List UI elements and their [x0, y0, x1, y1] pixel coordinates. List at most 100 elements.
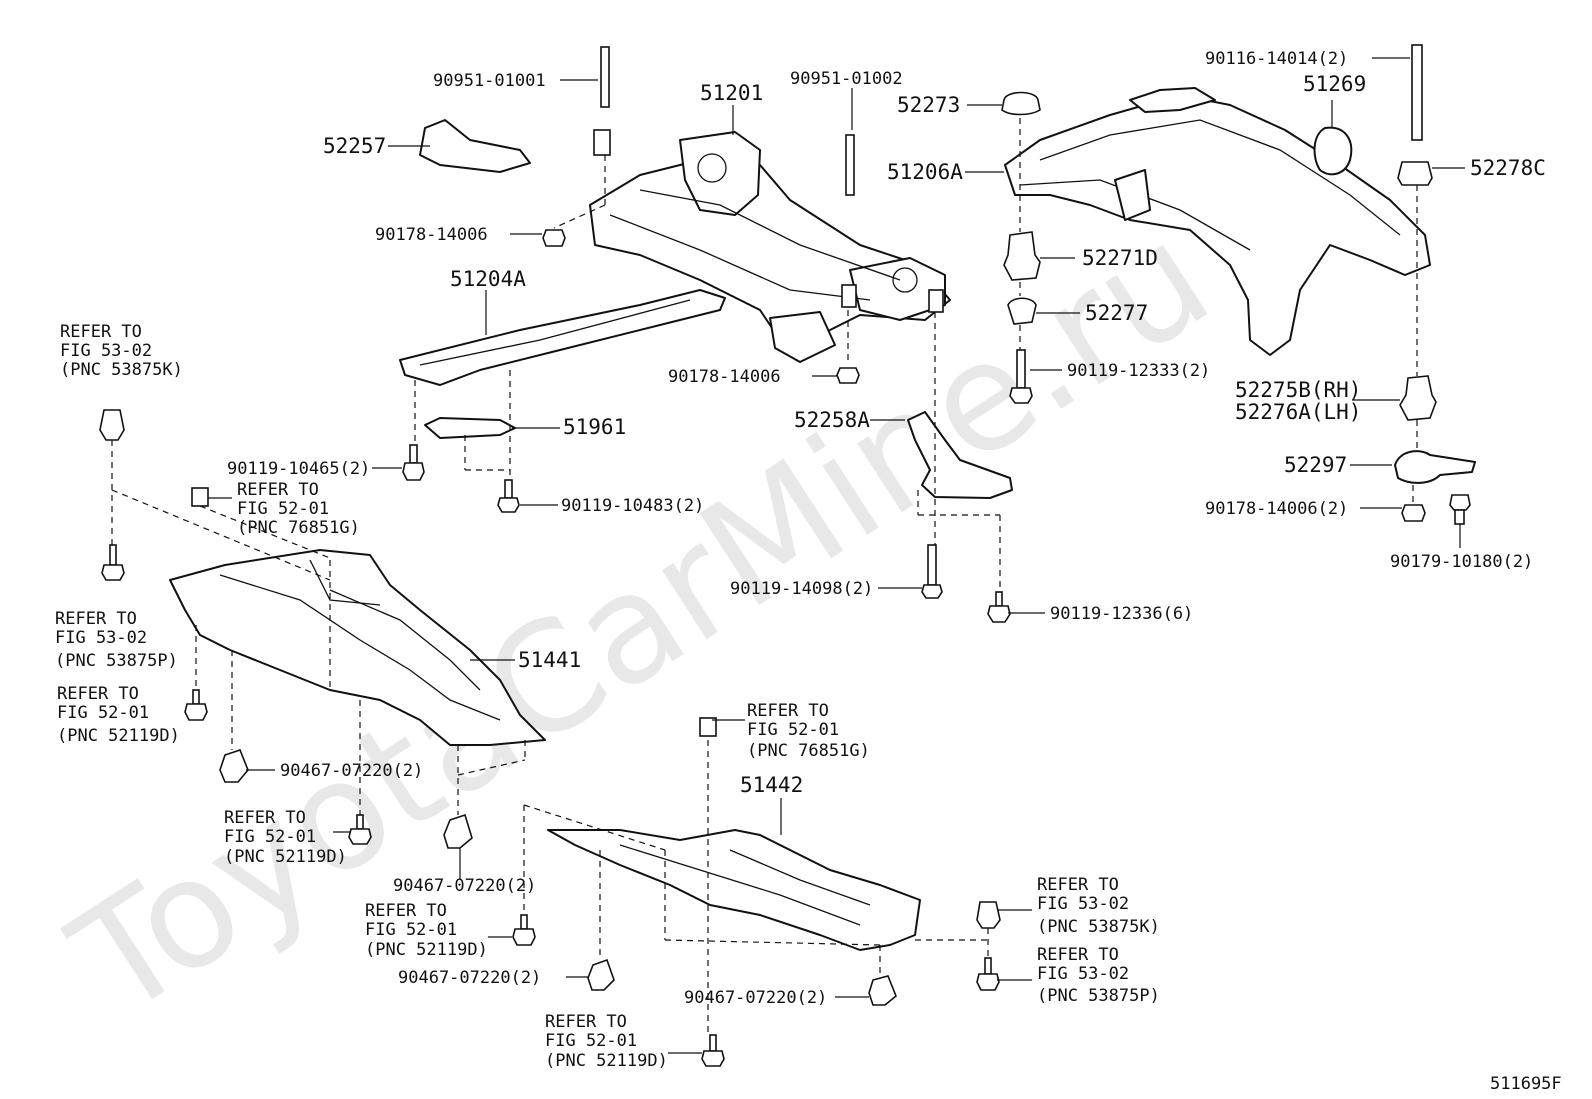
svg-text:REFER TO: REFER TO [545, 1012, 627, 1032]
svg-text:REFER TO: REFER TO [747, 701, 829, 721]
svg-text:(PNC 53875K): (PNC 53875K) [60, 360, 183, 380]
clip-ref-53875K-a [99, 409, 125, 441]
bracket-52257 [419, 119, 531, 173]
svg-text:FIG 53-02: FIG 53-02 [55, 628, 147, 648]
label-90178-14006-a: 90178-14006 [375, 225, 488, 245]
svg-text:REFER TO: REFER TO [365, 901, 447, 921]
ref-note-53875P-right: REFER TO FIG 53-02 (PNC 53875P) [1037, 945, 1160, 1006]
svg-text:FIG 53-02: FIG 53-02 [60, 341, 152, 361]
clip-ref-76851G-a [191, 487, 209, 507]
label-52271D: 52271D [1082, 246, 1158, 270]
label-52275B: 52275B(RH) [1235, 378, 1361, 402]
bolt-90119-12333 [1009, 349, 1033, 404]
svg-text:FIG 52-01: FIG 52-01 [237, 499, 329, 519]
under-cover-51441 [169, 549, 546, 746]
ref-note-52119D-bottom: REFER TO FIG 52-01 (PNC 52119D) [545, 1012, 668, 1071]
svg-text:(PNC 53875P): (PNC 53875P) [55, 651, 178, 671]
nut-90178-a [542, 229, 566, 247]
svg-text:REFER TO: REFER TO [55, 609, 137, 629]
clip-ref-76851G-b [699, 717, 717, 737]
stud-90116-14014 [1411, 44, 1423, 141]
label-90467-07220-b: 90467-07220(2) [393, 876, 536, 896]
svg-text:(PNC 52119D): (PNC 52119D) [224, 847, 347, 867]
label-52258A: 52258A [794, 408, 870, 432]
label-52276A: 52276A(LH) [1235, 400, 1361, 424]
clip-90467-c [587, 958, 615, 991]
label-52257: 52257 [323, 134, 386, 158]
svg-text:(PNC 52119D): (PNC 52119D) [545, 1051, 668, 1071]
bracket-52258A [907, 411, 1013, 499]
label-52278C: 52278C [1470, 156, 1546, 180]
label-90951-01001: 90951-01001 [433, 71, 546, 91]
nut-90178-b [836, 367, 860, 384]
mount-52275B [1399, 375, 1437, 421]
bolt-ref-52119D-a [184, 689, 208, 721]
figure-code: 511695F [1490, 1074, 1562, 1094]
svg-text:(PNC 76851G): (PNC 76851G) [747, 741, 870, 761]
ref-note-52119D-mid: REFER TO FIG 52-01 (PNC 52119D) [224, 808, 347, 867]
label-90178-14006-b: 90178-14006 [668, 367, 781, 387]
clip-ref-53875K-b [976, 901, 1001, 929]
label-51204A: 51204A [450, 267, 526, 291]
stopper-52297 [1394, 450, 1476, 484]
svg-text:REFER TO: REFER TO [1037, 945, 1119, 965]
svg-text:(PNC 52119D): (PNC 52119D) [365, 940, 488, 960]
bolt-ref-52119D-b [348, 814, 372, 845]
svg-text:(PNC 53875K): (PNC 53875K) [1037, 917, 1160, 937]
svg-text:(PNC 52119D): (PNC 52119D) [57, 726, 180, 746]
svg-text:REFER TO: REFER TO [60, 322, 142, 342]
label-52297: 52297 [1284, 453, 1347, 477]
bushing-front-right [928, 289, 944, 313]
svg-text:FIG 52-01: FIG 52-01 [545, 1031, 637, 1051]
label-90179-10180: 90179-10180(2) [1390, 552, 1533, 572]
bolt-ref-52119D-c [512, 914, 536, 946]
bolt-ref-53875P-b [976, 957, 1000, 991]
bolt-ref-53875P-a [101, 544, 125, 581]
stud-90951-01001 [600, 46, 610, 108]
svg-text:REFER TO: REFER TO [57, 684, 139, 704]
ref-note-53875K-top: REFER TO FIG 53-02 (PNC 53875K) [60, 322, 183, 380]
bushing-front-mid [841, 284, 857, 308]
label-51206A: 51206A [887, 160, 963, 184]
label-90119-12333: 90119-12333(2) [1067, 361, 1210, 381]
label-51201: 51201 [700, 81, 763, 105]
ref-note-76851G-left: REFER TO FIG 52-01 (PNC 76851G) [237, 480, 360, 538]
ref-note-53875P-left: REFER TO FIG 53-02 (PNC 53875P) [55, 609, 178, 671]
bolt-90119-10465 [402, 444, 425, 481]
label-51961: 51961 [563, 415, 626, 439]
label-90119-14098: 90119-14098(2) [730, 579, 873, 599]
label-51442: 51442 [740, 773, 803, 797]
nut-90178-c [1401, 504, 1426, 522]
label-51269: 51269 [1303, 72, 1366, 96]
clip-90467-a [219, 749, 249, 783]
svg-text:FIG 52-01: FIG 52-01 [747, 720, 839, 740]
clip-90467-d [868, 975, 897, 1006]
front-crossmember-illustration [589, 131, 951, 363]
svg-text:FIG 53-02: FIG 53-02 [1037, 964, 1129, 984]
leader-lines [208, 57, 1465, 1054]
mount-52271D [1003, 231, 1041, 281]
label-90116-14014: 90116-14014(2) [1205, 49, 1348, 69]
svg-text:FIG 52-01: FIG 52-01 [365, 920, 457, 940]
bolt-90119-10483 [497, 479, 520, 513]
brace-51204A [399, 289, 726, 386]
stud-90951-01002 [845, 134, 855, 196]
svg-text:(PNC 53875P): (PNC 53875P) [1037, 986, 1160, 1006]
label-52277: 52277 [1085, 301, 1148, 325]
under-cover-51442 [547, 829, 921, 951]
label-90467-07220-d: 90467-07220(2) [684, 988, 827, 1008]
label-90951-01002: 90951-01002 [790, 69, 903, 89]
ref-note-76851G-center: REFER TO FIG 52-01 (PNC 76851G) [747, 701, 870, 761]
ref-note-52119D-lower: REFER TO FIG 52-01 (PNC 52119D) [365, 901, 488, 960]
mount-52277 [1007, 297, 1037, 325]
svg-text:FIG 52-01: FIG 52-01 [57, 703, 149, 723]
label-51441: 51441 [518, 648, 581, 672]
stopper-52273 [1001, 91, 1041, 116]
bolt-90119-14098 [921, 544, 943, 599]
label-90119-10483: 90119-10483(2) [561, 496, 704, 516]
label-90178-14006-c: 90178-14006(2) [1205, 499, 1348, 519]
svg-text:REFER TO: REFER TO [224, 808, 306, 828]
ref-note-52119D-left: REFER TO FIG 52-01 (PNC 52119D) [57, 684, 180, 746]
svg-text:FIG 52-01: FIG 52-01 [224, 827, 316, 847]
